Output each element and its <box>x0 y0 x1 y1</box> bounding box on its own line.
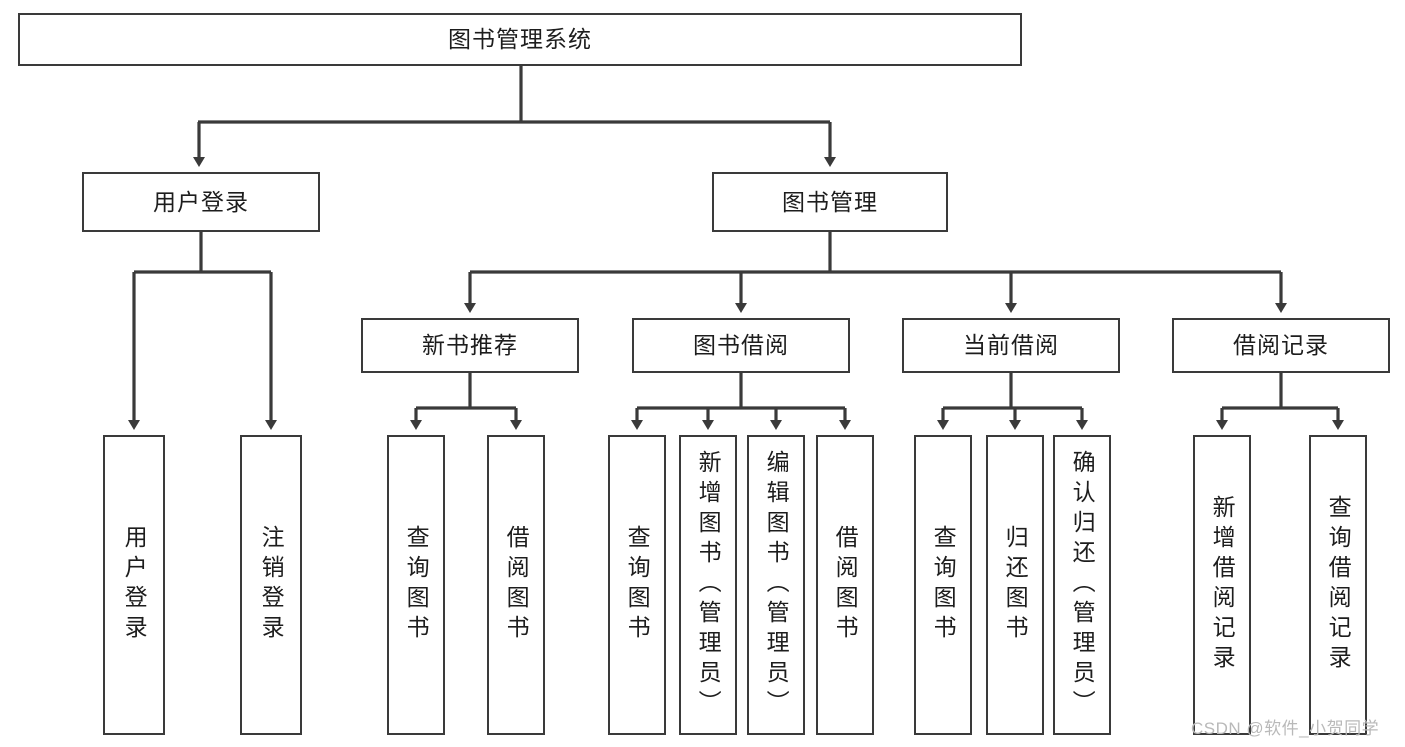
node-current-borrow[interactable]: 当前借阅 <box>902 318 1120 373</box>
node-leaf-return-book[interactable]: 归还图书 <box>986 435 1044 735</box>
node-leaf-logout-login[interactable]: 注销登录 <box>240 435 302 735</box>
node-leaf-user-login[interactable]: 用户登录 <box>103 435 165 735</box>
node-leaf-borrow-book-1[interactable]: 借阅图书 <box>487 435 545 735</box>
node-user-login[interactable]: 用户登录 <box>82 172 320 232</box>
node-book-management-label: 图书管理 <box>782 188 878 215</box>
node-leaf-query-borrow-record[interactable]: 查询借阅记录 <box>1309 435 1367 735</box>
node-leaf-return-book-label: 归还图书 <box>1002 525 1029 645</box>
node-leaf-user-login-label: 用户登录 <box>121 525 148 645</box>
node-borrow-records[interactable]: 借阅记录 <box>1172 318 1390 373</box>
node-borrow-records-label: 借阅记录 <box>1233 332 1329 359</box>
node-leaf-borrow-book-2-label: 借阅图书 <box>832 525 859 645</box>
node-book-borrow-label: 图书借阅 <box>693 332 789 359</box>
node-leaf-add-book[interactable]: 新增图书（管理员） <box>679 435 737 735</box>
node-leaf-query-book-1[interactable]: 查询图书 <box>387 435 445 735</box>
node-book-management[interactable]: 图书管理 <box>712 172 948 232</box>
watermark-text: CSDN @软件_小贺同学 <box>1191 719 1380 738</box>
node-leaf-add-book-label: 新增图书（管理员） <box>695 450 722 720</box>
node-leaf-add-borrow-record-label: 新增借阅记录 <box>1209 495 1236 675</box>
node-leaf-query-book-3[interactable]: 查询图书 <box>914 435 972 735</box>
node-user-login-label: 用户登录 <box>153 188 249 215</box>
node-leaf-query-book-2-label: 查询图书 <box>624 525 651 645</box>
node-root-label: 图书管理系统 <box>448 26 592 53</box>
node-leaf-borrow-book-2[interactable]: 借阅图书 <box>816 435 874 735</box>
node-leaf-logout-login-label: 注销登录 <box>258 525 285 645</box>
node-book-borrow[interactable]: 图书借阅 <box>632 318 850 373</box>
node-current-borrow-label: 当前借阅 <box>963 332 1059 359</box>
node-leaf-edit-book-label: 编辑图书（管理员） <box>763 450 790 720</box>
node-leaf-confirm-return-label: 确认归还（管理员） <box>1069 450 1096 720</box>
node-leaf-add-borrow-record[interactable]: 新增借阅记录 <box>1193 435 1251 735</box>
node-leaf-edit-book[interactable]: 编辑图书（管理员） <box>747 435 805 735</box>
node-new-book-recommend-label: 新书推荐 <box>422 332 518 359</box>
node-leaf-query-borrow-record-label: 查询借阅记录 <box>1325 495 1352 675</box>
node-leaf-borrow-book-1-label: 借阅图书 <box>503 525 530 645</box>
node-leaf-query-book-3-label: 查询图书 <box>930 525 957 645</box>
node-root[interactable]: 图书管理系统 <box>18 13 1022 66</box>
node-leaf-confirm-return[interactable]: 确认归还（管理员） <box>1053 435 1111 735</box>
node-leaf-query-book-1-label: 查询图书 <box>403 525 430 645</box>
node-new-book-recommend[interactable]: 新书推荐 <box>361 318 579 373</box>
node-leaf-query-book-2[interactable]: 查询图书 <box>608 435 666 735</box>
